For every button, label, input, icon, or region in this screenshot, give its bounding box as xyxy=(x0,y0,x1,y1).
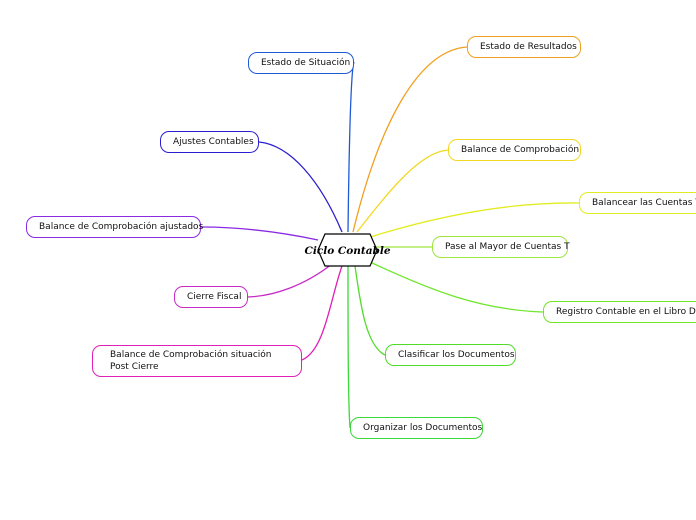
connector-balance-ajustados xyxy=(200,226,319,241)
node-estado-situacion[interactable]: Estado de Situación xyxy=(248,52,354,74)
connector-organizar-documentos xyxy=(347,265,351,429)
node-label: Balancear las Cuentas T xyxy=(592,198,696,208)
connector-balance-comprobacion xyxy=(356,149,449,233)
node-label: Pase al Mayor de Cuentas T xyxy=(445,242,570,252)
node-balance-comprobacion[interactable]: Balance de Comprobación xyxy=(448,139,581,161)
node-label: Estado de Situación xyxy=(261,58,351,68)
node-label: Organizar los Documentos xyxy=(363,423,483,433)
node-label: Registro Contable en el Libro Diario xyxy=(556,307,696,317)
center-hexagon xyxy=(317,233,378,267)
node-pase-mayor-cuentas-t[interactable]: Pase al Mayor de Cuentas T xyxy=(432,236,570,258)
node-registro-contable-libro-diario[interactable]: Registro Contable en el Libro Diario xyxy=(543,301,696,323)
node-label: Clasificar los Documentos xyxy=(398,350,515,360)
connector-cierre-fiscal xyxy=(247,263,333,298)
node-label: Estado de Resultados xyxy=(480,42,577,52)
node-cierre-fiscal[interactable]: Cierre Fiscal xyxy=(174,286,248,308)
connector-clasificar-documentos xyxy=(354,265,386,356)
connector-balancear-cuentas xyxy=(366,202,580,239)
node-estado-resultados[interactable]: Estado de Resultados xyxy=(467,36,581,58)
connector-estado-resultados xyxy=(352,46,468,233)
node-balance-comprobacion-ajustados[interactable]: Balance de Comprobación ajustados xyxy=(26,216,204,238)
center-label: Ciclo Contable xyxy=(304,245,390,257)
node-clasificar-documentos[interactable]: Clasificar los Documentos xyxy=(385,344,516,366)
connector-estado-situacion xyxy=(347,61,355,233)
node-balance-comprobacion-post-cierre[interactable]: Balance de Comprobación situación Post C… xyxy=(92,345,302,377)
node-label: Balance de Comprobación ajustados xyxy=(39,222,204,232)
node-balancear-cuentas-t[interactable]: Balancear las Cuentas T xyxy=(579,192,696,214)
connector-post-cierre xyxy=(301,265,343,361)
connector-registro-contable xyxy=(369,261,544,313)
connector-ajustes-contables xyxy=(258,141,343,233)
node-label: Cierre Fiscal xyxy=(187,292,242,302)
node-organizar-documentos[interactable]: Organizar los Documentos xyxy=(350,417,483,439)
node-label: Balance de Comprobación xyxy=(461,145,580,155)
node-label: Balance de Comprobación situación Post C… xyxy=(110,350,272,372)
center-node[interactable]: Ciclo Contable xyxy=(304,233,391,267)
node-label: Ajustes Contables xyxy=(173,137,254,147)
node-ajustes-contables[interactable]: Ajustes Contables xyxy=(160,131,259,153)
